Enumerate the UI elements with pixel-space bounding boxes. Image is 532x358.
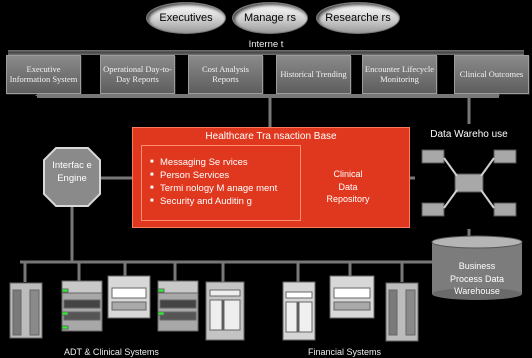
data-warehouse-network <box>421 149 517 217</box>
financial-server-3 <box>385 282 419 342</box>
internet-bar <box>8 50 524 55</box>
users-executives: Executives <box>146 2 226 34</box>
interface-engine-label: Interfac e Engine <box>44 159 100 185</box>
clinical-server-4 <box>157 280 199 332</box>
users-executives-label: Executives <box>159 12 213 24</box>
financial-systems-label: Financial Systems <box>308 347 382 357</box>
clinical-server-5 <box>205 281 245 341</box>
users-researchers: Researche rs <box>316 2 400 34</box>
app-operational-reports: Operational Day-to-Day Reports <box>100 55 175 94</box>
app-executive-information-system: Executive Information System <box>6 55 81 94</box>
users-researchers-label: Researche rs <box>325 12 391 24</box>
app-encounter-lifecycle-monitoring: Encounter Lifecycle Monitoring <box>362 55 437 94</box>
cdr-line: Data <box>338 181 358 192</box>
htb-title: Healthcare Tra nsaction Base <box>205 131 337 142</box>
engine-line: Engine <box>57 173 87 184</box>
dw-cube-br <box>493 202 517 217</box>
cdr-line: Repository <box>326 194 370 204</box>
interface-engine-octagon <box>43 147 101 207</box>
dw-cube-bl <box>421 202 445 217</box>
app-cost-analysis-reports: Cost Analysis Reports <box>188 55 263 94</box>
service-item: Termi nology M anage ment <box>150 182 300 195</box>
bpdw-line: Warehouse <box>454 286 500 296</box>
clinical-server-1 <box>9 282 43 339</box>
users-managers-label: Manage rs <box>244 12 296 24</box>
service-item: Messaging Se rvices <box>150 156 300 169</box>
clinical-server-2 <box>61 280 103 332</box>
business-process-warehouse-label: Business Process Data Warehouse <box>435 260 519 298</box>
internet-label: Interne t <box>248 39 284 50</box>
service-item: Person Services <box>150 169 300 182</box>
app-clinical-outcomes: Clinical Outcomes <box>454 55 529 94</box>
htb-services-list: Messaging Se rvices Person Services Term… <box>141 145 301 221</box>
cdr-line: Clinical <box>333 169 363 179</box>
bpdw-line: Process Data <box>449 273 505 284</box>
app-historical-trending: Historical Trending <box>276 55 351 94</box>
clinical-systems-label: ADT & Clinical Systems <box>64 347 159 357</box>
bpdw-line: Business <box>458 261 496 271</box>
service-item: Security and Auditin g <box>150 195 300 208</box>
data-warehouse-title: Data Wareho use <box>430 129 508 140</box>
clinical-data-repository-label: Clinical Data Repository <box>310 168 386 206</box>
dw-cube-center <box>454 173 484 193</box>
dw-cube-tr <box>493 149 517 164</box>
financial-server-2 <box>329 275 375 319</box>
clinical-server-3 <box>107 275 151 319</box>
financial-server-1 <box>282 281 316 341</box>
application-bus <box>37 94 499 98</box>
engine-line: Interfac e <box>52 160 92 171</box>
dw-cube-tl <box>421 149 445 164</box>
business-process-warehouse-cylinder <box>431 235 523 300</box>
users-managers: Manage rs <box>232 2 308 34</box>
